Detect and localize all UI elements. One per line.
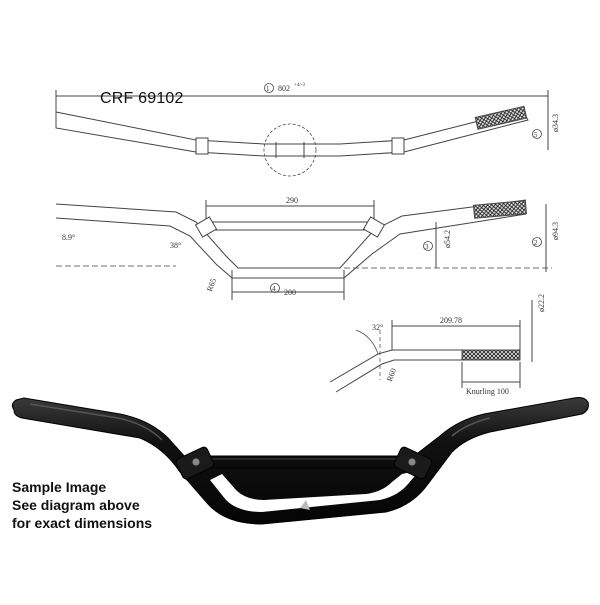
caption-line-1: Sample Image xyxy=(12,479,107,495)
top-view xyxy=(55,83,549,177)
marker-3 xyxy=(423,241,433,251)
rise-value: ø94.3 xyxy=(551,222,560,240)
marker-2 xyxy=(532,237,542,247)
logo-mark xyxy=(300,500,310,510)
overall-width-tolerance: +4/-3 xyxy=(294,83,305,88)
grip-length-value: 209.78 xyxy=(440,316,462,325)
dimension-labels: 1 802 +4/-3 290 8.9° 38° R65 4 200 3 ø54… xyxy=(62,83,560,396)
sample-caption: Sample Image See diagram above for exact… xyxy=(12,478,152,532)
sweep-angle-value: 8.9° xyxy=(62,233,75,242)
marker-1 xyxy=(264,83,274,93)
front-view xyxy=(55,199,552,300)
marker-4 xyxy=(270,283,280,293)
cross-bar-drop-value: ø54.2 xyxy=(443,230,452,248)
marker-1-label: 1 xyxy=(266,85,270,93)
knurl-angle-value: 32° xyxy=(372,323,383,332)
tube-diameter-value: ø22.2 xyxy=(537,294,546,312)
marker-2-label: 2 xyxy=(534,239,538,247)
bend-radius-value: R65 xyxy=(205,277,218,293)
handlebar-photo xyxy=(11,397,589,525)
caption-line-2: See diagram above xyxy=(12,497,140,513)
overall-width-value: 802 xyxy=(278,84,290,93)
bend-angle-value: 38° xyxy=(170,241,181,250)
right-clamp xyxy=(393,446,433,480)
model-code: CRF 69102 xyxy=(100,90,184,107)
caption-line-3: for exact dimensions xyxy=(12,515,153,531)
crossbar-span-value: 290 xyxy=(286,196,298,205)
grip-rise-value: ø34.3 xyxy=(551,114,560,132)
marker-5-label: 5 xyxy=(534,131,538,139)
left-clamp xyxy=(175,446,215,480)
marker-3-label: 3 xyxy=(425,243,429,251)
center-width-value: 200 xyxy=(284,288,296,297)
marker-4-label: 4 xyxy=(272,285,276,293)
knurl-radius-value: R60 xyxy=(385,367,398,383)
grip-detail xyxy=(329,300,533,393)
marker-5 xyxy=(532,129,542,139)
knurling-value: Knurling 100 xyxy=(466,387,509,396)
